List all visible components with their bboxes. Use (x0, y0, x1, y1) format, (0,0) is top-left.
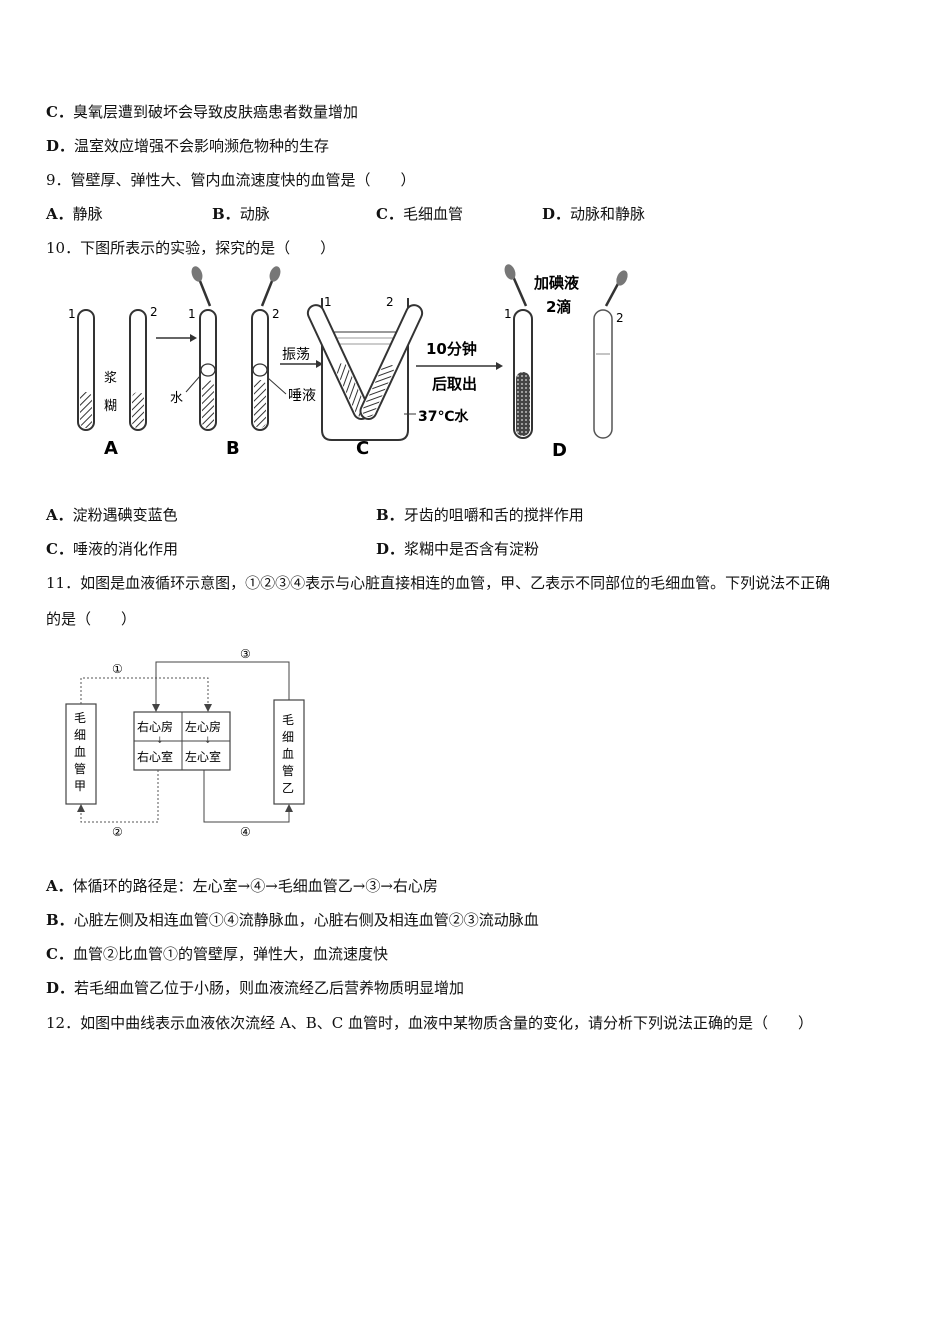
saliva-label: 唾液 (288, 388, 316, 404)
q11-option-d: D．若毛细血管乙位于小肠，则血液流经乙后营养物质明显增加 (46, 979, 465, 997)
tube-label-2: 2 (150, 305, 158, 319)
q10-option-b: B．牙齿的咀嚼和舌的搅拌作用 (376, 506, 584, 524)
tube-label-1c: 1 (324, 295, 332, 309)
q11-option-b: B．心脏左侧及相连血管①④流静脉血，心脏右侧及相连血管②③流动脉血 (46, 911, 539, 929)
q8-option-c: C．臭氧层遭到破坏会导致皮肤癌患者数量增加 (46, 103, 358, 121)
stage-label-d: D (552, 440, 567, 461)
stage-label-a: A (104, 438, 118, 459)
q8-option-d: D．温室效应增强不会影响濒危物种的生存 (46, 137, 330, 155)
q10-stem: 10．下图所表示的实验，探究的是（ ） (46, 239, 336, 257)
shake-label: 振荡 (282, 347, 310, 363)
stage-d: 1 2 加碘液 2滴 D (504, 264, 628, 461)
q10-experiment-figure: 1 2 浆 糊 A 1 2 水 振荡 唾液 B (68, 264, 628, 461)
vessel-4-label: ④ (240, 825, 251, 839)
take-out-label: 后取出 (432, 375, 477, 393)
capillary-left-label: 毛 细 血 管 甲 (74, 711, 90, 793)
right-ventricle-label: 右心室 (137, 749, 173, 764)
q11-stem-line1: 11．如图是血液循环示意图，①②③④表示与心脏直接相连的血管，甲、乙表示不同部位… (46, 574, 831, 592)
q11-option-a: A．体循环的路径是：左心室→④→毛细血管乙→③→右心房 (46, 877, 438, 895)
q11-option-c: C．血管②比血管①的管壁厚，弹性大，血流速度快 (46, 945, 388, 963)
vessel-1-label: ① (112, 662, 123, 676)
vessel-3-label: ③ (240, 647, 251, 661)
left-atrium-label: 左心房 (185, 719, 221, 734)
q10-option-a: A．淀粉遇碘变蓝色 (46, 506, 178, 524)
capillary-right-box (273, 699, 305, 805)
two-drops-label: 2滴 (546, 298, 571, 316)
right-atrium-label: 右心房 (137, 719, 173, 734)
tube-label-1: 1 (68, 307, 76, 321)
paste-label: 浆 (104, 371, 117, 386)
q11-circulation-diagram: 毛 细 血 管 甲 毛 细 血 管 乙 右心房 左心房 右心室 左心室 ↓ ↓ … (65, 647, 305, 839)
stage-label-c: C (356, 438, 369, 459)
capillary-right-label: 毛 细 血 管 乙 (282, 713, 298, 795)
water-label: 水 (170, 391, 183, 406)
q9-option-d: D．动脉和静脉 (542, 205, 646, 223)
q12-stem: 12．如图中曲线表示血液依次流经 A、B、C 血管时，血液中某物质含量的变化，请… (46, 1014, 813, 1032)
q9-stem: 9．管壁厚、弹性大、管内血流速度快的血管是（ ） (46, 171, 416, 189)
tube-label-2c: 2 (386, 295, 394, 309)
left-ventricle-label: 左心室 (185, 749, 221, 764)
tube-label-2b: 2 (272, 307, 280, 321)
paste-label-2: 糊 (104, 398, 117, 414)
stage-c: 1 2 37℃水 C (306, 295, 469, 459)
iodine-label: 加碘液 (533, 274, 580, 292)
q10-option-c: C．唾液的消化作用 (46, 540, 178, 558)
tube-label-1d: 1 (504, 307, 512, 321)
q11-stem-line2: 的是（ ） (46, 610, 137, 628)
water-37-label: 37℃水 (418, 408, 469, 425)
stage-a: 1 2 浆 糊 A (68, 305, 158, 459)
ten-min-label: 10分钟 (426, 340, 477, 358)
stage-label-b: B (226, 438, 240, 459)
svg-text:↓: ↓ (204, 736, 212, 746)
stage-b: 1 2 水 振荡 唾液 B (170, 266, 323, 459)
tube-label-1b: 1 (188, 307, 196, 321)
vessel-2-label: ② (112, 825, 123, 839)
tube-label-2d: 2 (616, 311, 624, 325)
q10-option-d: D．浆糊中是否含有淀粉 (376, 540, 540, 558)
q9-option-b: B．动脉 (212, 205, 270, 223)
q9-option-a: A．静脉 (46, 205, 103, 223)
q9-option-c: C．毛细血管 (376, 205, 463, 223)
svg-text:↓: ↓ (156, 736, 164, 746)
